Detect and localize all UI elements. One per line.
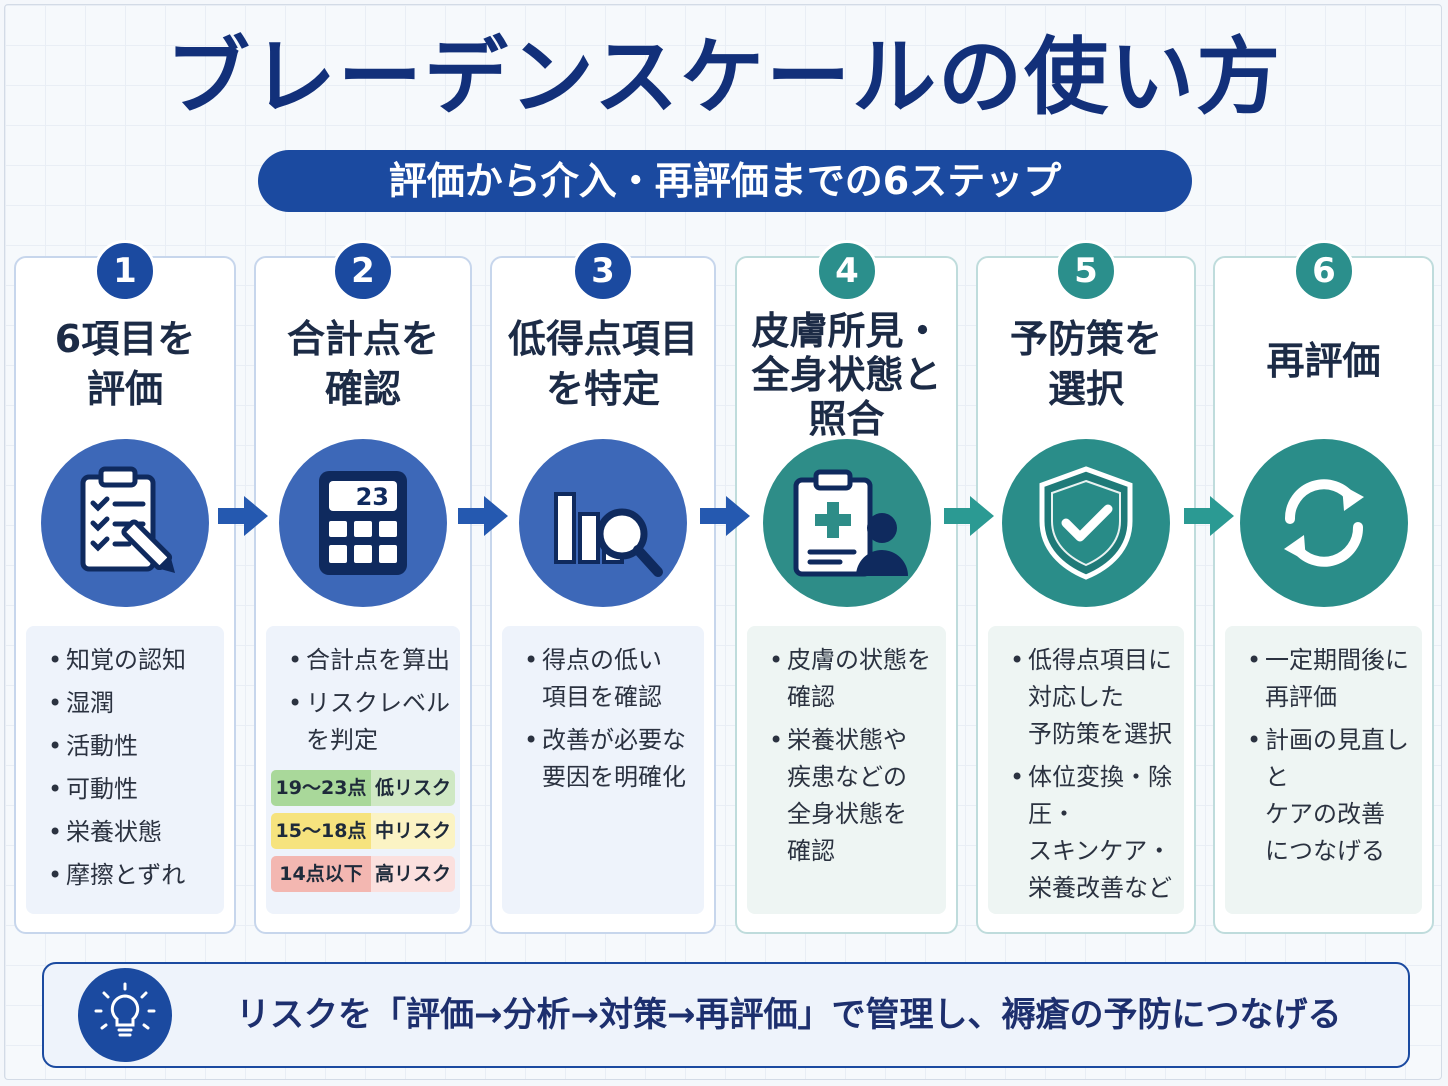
flow-arrow-icon (1180, 492, 1236, 544)
shield-check-icon (1002, 439, 1170, 607)
list-item: 湿潤 (48, 685, 218, 722)
step-title-line: 予防策を (1009, 317, 1162, 361)
risk-row: 14点以下高リスク (271, 856, 455, 892)
calculator-icon: 23 (279, 439, 447, 607)
step-number-badge: 1 (94, 240, 156, 302)
step-detail-box: 合計点を算出リスクレベルを判定19〜23点低リスク15〜18点中リスク14点以下… (266, 626, 460, 914)
list-item: 体位変換・除圧・スキンケア・栄養改善など (1010, 759, 1178, 907)
step-title-line: 再評価 (1266, 339, 1381, 383)
risk-score-range: 15〜18点 (271, 813, 371, 849)
bullet-list: 低得点項目に対応した予防策を選択体位変換・除圧・スキンケア・栄養改善など (1010, 642, 1178, 913)
step-number-badge: 5 (1055, 240, 1117, 302)
risk-level-label: 低リスク (374, 777, 451, 799)
step-number-badge: 4 (816, 240, 878, 302)
step-card-6: 再評価 一定期間後に再評価計画の見直しとケアの改善につなげる (1213, 256, 1434, 934)
step-detail-box: 一定期間後に再評価計画の見直しとケアの改善につなげる (1225, 626, 1422, 914)
page-title: ブレーデンスケールの使い方 (165, 28, 1283, 126)
medical-record-person-icon (763, 439, 931, 607)
flow-arrow-icon (940, 492, 996, 544)
step-title-line: を特定 (545, 367, 660, 411)
step-card-5: 予防策を選択 低得点項目に対応した予防策を選択体位変換・除圧・スキンケア・栄養改… (976, 256, 1196, 934)
step-title-line: 確認 (324, 367, 401, 411)
step-detail-box: 得点の低い項目を確認改善が必要な要因を明確化 (502, 626, 704, 914)
step-number-badge: 6 (1293, 240, 1355, 302)
footer-message: リスクを「評価→分析→対策→再評価」で管理し、褥瘡の予防につなげる (236, 995, 1342, 1035)
refresh-cycle-icon (1240, 439, 1408, 607)
bullet-list: 合計点を算出リスクレベルを判定 (288, 642, 454, 765)
list-item: 活動性 (48, 728, 218, 765)
step-detail-box: 知覚の認知湿潤活動性可動性栄養状態摩擦とずれ (26, 626, 224, 914)
step-title-line: 皮膚所見・ (751, 309, 942, 353)
step-detail-box: 皮膚の状態を確認栄養状態や疾患などの全身状態を確認 (747, 626, 946, 914)
step-title-line: 選択 (1047, 367, 1124, 411)
step-number-badge: 3 (572, 240, 634, 302)
step-title-line: 6項目を (54, 317, 196, 361)
risk-row: 15〜18点中リスク (271, 813, 455, 849)
clipboard-checklist-icon (41, 439, 209, 607)
risk-score-range: 19〜23点 (271, 770, 371, 806)
bullet-list: 一定期間後に再評価計画の見直しとケアの改善につなげる (1247, 642, 1416, 876)
lightbulb-icon (78, 968, 172, 1062)
risk-row: 19〜23点低リスク (271, 770, 455, 806)
step-number-badge: 2 (332, 240, 394, 302)
flow-arrow-icon (696, 492, 752, 544)
list-item: 可動性 (48, 771, 218, 808)
step-title-line: 低得点項目 (507, 317, 698, 361)
list-item: 摩擦とずれ (48, 857, 218, 894)
list-item: 知覚の認知 (48, 642, 218, 679)
subtitle-banner: 評価から介入・再評価までの6ステップ (258, 150, 1192, 212)
footer-banner: リスクを「評価→分析→対策→再評価」で管理し、褥瘡の予防につなげる (42, 962, 1410, 1068)
risk-level-label: 高リスク (374, 863, 451, 885)
bullet-list: 皮膚の状態を確認栄養状態や疾患などの全身状態を確認 (769, 642, 940, 876)
risk-level-label: 中リスク (374, 820, 451, 842)
bullet-list: 知覚の認知湿潤活動性可動性栄養状態摩擦とずれ (48, 642, 218, 900)
step-title-line: 照合 (808, 397, 885, 441)
step-title-line: 合計点を (286, 317, 439, 361)
step-title-line: 全身状態と (751, 353, 942, 397)
flow-arrow-icon (214, 492, 270, 544)
flow-arrow-icon (454, 492, 510, 544)
step-title-line: 評価 (86, 367, 163, 411)
calculator-display: 23 (356, 483, 389, 511)
step-detail-box: 低得点項目に対応した予防策を選択体位変換・除圧・スキンケア・栄養改善など (988, 626, 1184, 914)
list-item: 合計点を算出 (288, 642, 454, 679)
risk-score-range: 14点以下 (271, 856, 371, 892)
bullet-list: 得点の低い項目を確認改善が必要な要因を明確化 (524, 642, 698, 802)
bar-chart-magnifier-icon (519, 439, 687, 607)
list-item: 栄養状態 (48, 814, 218, 851)
